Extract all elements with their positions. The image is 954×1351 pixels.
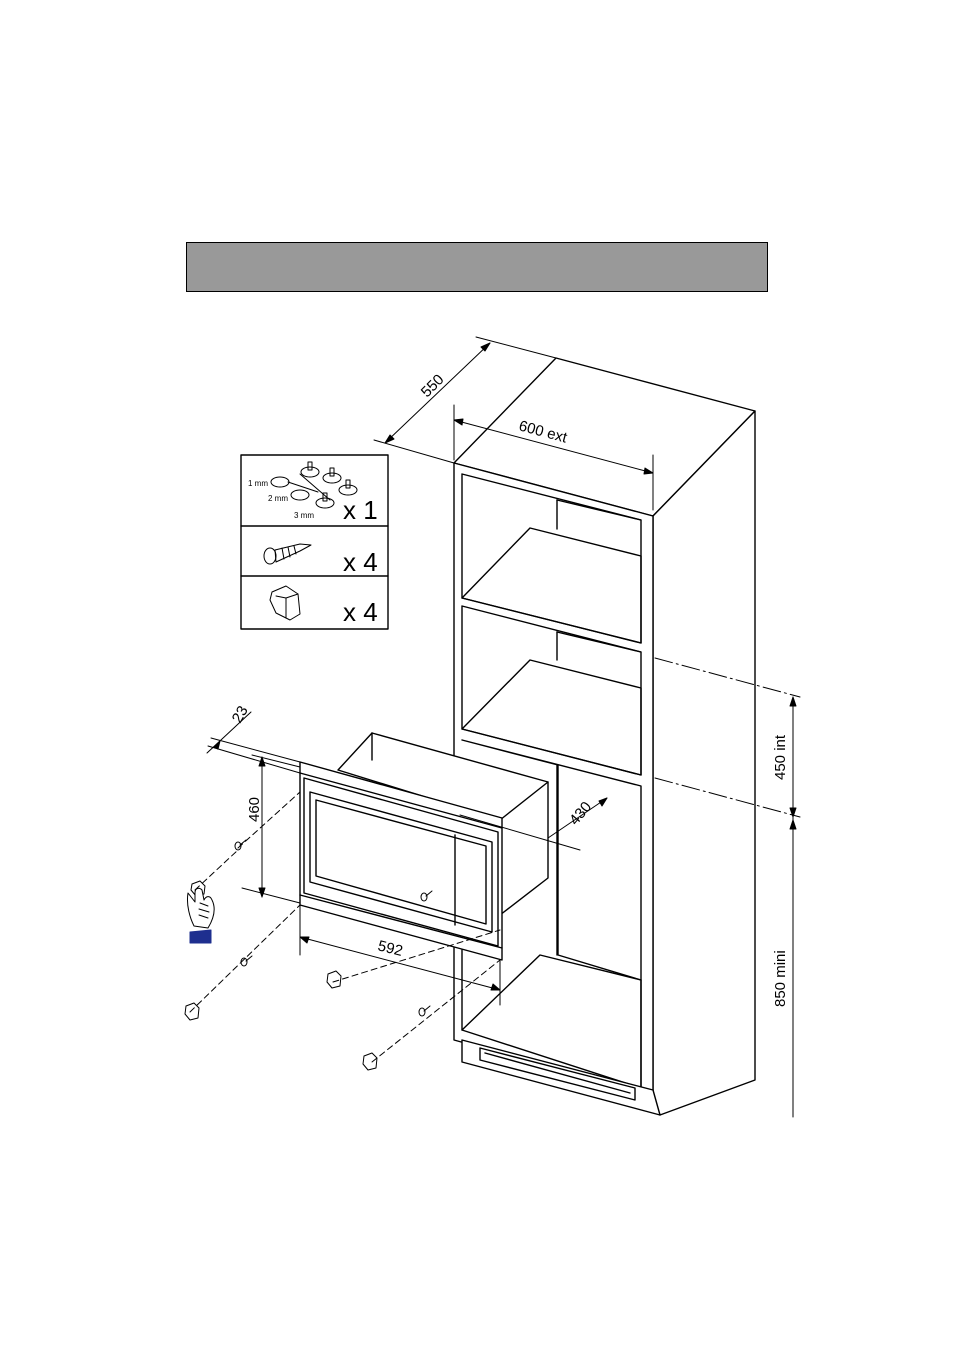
middle-shelf: [461, 659, 642, 776]
spacer-label-1mm: 1 mm: [248, 479, 268, 488]
screw-quantity: x 4: [343, 547, 378, 577]
clip-quantity: x 4: [343, 597, 378, 627]
dim-depth-550: 550: [418, 371, 448, 401]
clip-parts: [184, 880, 378, 1071]
clip-icon: [184, 1002, 200, 1021]
spacer-quantity: x 1: [343, 495, 378, 525]
clip-icon: [362, 1052, 378, 1071]
dim-niche-450-int: 450 int: [772, 734, 789, 780]
trim-frame: [299, 761, 503, 961]
clip-icon: [269, 585, 301, 621]
screw-parts: [234, 839, 433, 1017]
dim-frame-460: 460: [246, 797, 263, 822]
glove-hand-icon: [187, 887, 215, 944]
upper-shelf: [461, 527, 642, 644]
parts-kit-box: [240, 454, 389, 630]
screw-icon: [263, 543, 312, 565]
section-title-bar: [186, 242, 768, 292]
glove-cuff: [189, 929, 212, 944]
plinth-grille: [479, 1047, 636, 1101]
screw-icon: [240, 955, 253, 967]
appliance-frame: [299, 732, 549, 961]
dim-floor-850-mini: 850 mini: [772, 950, 789, 1007]
screw-icon: [420, 890, 433, 902]
clip-icon: [190, 880, 206, 897]
dimension-lines: [206, 336, 801, 1118]
plinth: [461, 1039, 661, 1116]
dim-frame-592: 592: [376, 937, 404, 960]
cabinet-side: [652, 410, 756, 1116]
screw-icon: [234, 839, 247, 851]
tall-cabinet: [453, 357, 756, 1116]
clip-icon: [326, 970, 342, 989]
niche-compartment: [461, 739, 642, 981]
spacer-set-icon: [270, 461, 358, 509]
spacer-label-2mm: 2 mm: [268, 494, 288, 503]
screw-icon: [418, 1005, 431, 1017]
parts-kit: 1 mm 2 mm 3 mm x 1 x 4 x 4: [240, 454, 389, 630]
dim-frame-23: 23: [229, 703, 252, 726]
spacer-label-3mm: 3 mm: [294, 511, 314, 520]
